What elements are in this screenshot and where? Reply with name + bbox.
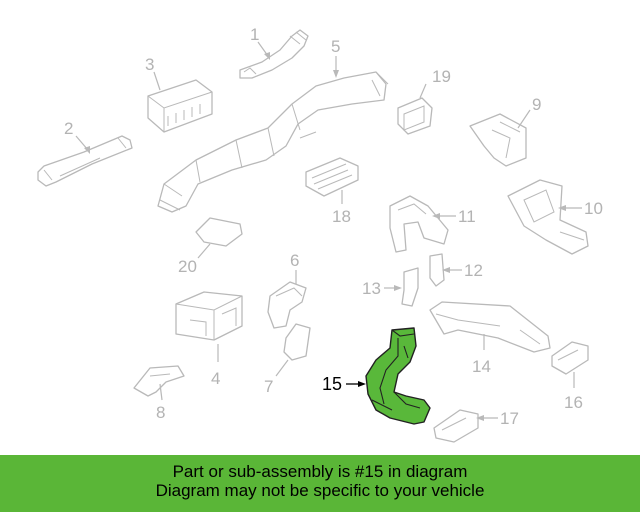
callout-20: 20 — [178, 243, 211, 276]
part-5-main-duct[interactable] — [157, 71, 389, 213]
callout-6: 6 — [290, 251, 299, 284]
callout-10: 10 — [558, 199, 603, 218]
callout-label-1: 1 — [250, 25, 259, 44]
callout-11: 11 — [432, 207, 476, 226]
callout-label-11: 11 — [458, 207, 476, 226]
callout-label-8: 8 — [156, 403, 165, 422]
callout-19: 19 — [419, 67, 451, 99]
part-15-duct-highlighted[interactable] — [365, 327, 431, 425]
part-14-duct[interactable] — [429, 301, 551, 353]
callout-label-12: 12 — [464, 261, 483, 280]
callout-15: 15 — [322, 374, 366, 394]
callout-5: 5 — [331, 37, 340, 78]
part-9-panel[interactable] — [469, 113, 527, 167]
part-7-duct[interactable] — [283, 323, 311, 361]
part-20-pad[interactable] — [195, 217, 243, 247]
callout-label-6: 6 — [290, 251, 299, 270]
callout-7: 7 — [264, 359, 289, 396]
banner-line-2: Diagram may not be specific to your vehi… — [155, 481, 485, 500]
callout-label-17: 17 — [500, 409, 519, 428]
callout-16: 16 — [564, 372, 583, 412]
part-8-duct[interactable] — [133, 365, 185, 397]
banner-line-1: Part or sub-assembly is #15 in diagram — [172, 462, 468, 481]
part-1-duct[interactable] — [239, 29, 309, 79]
callout-label-7: 7 — [264, 377, 273, 396]
part-13-duct[interactable] — [401, 267, 419, 307]
callout-12: 12 — [442, 261, 483, 280]
callout-label-3: 3 — [145, 55, 154, 74]
parts-diagram: 1 2 3 5 18 19 — [37, 25, 603, 443]
callout-13: 13 — [362, 279, 402, 298]
callout-4: 4 — [211, 344, 220, 388]
part-10-duct[interactable] — [507, 179, 589, 255]
callout-18: 18 — [332, 190, 351, 226]
callout-label-18: 18 — [332, 207, 351, 226]
callout-2: 2 — [64, 119, 90, 154]
part-16-bracket[interactable] — [551, 341, 589, 375]
callout-label-9: 9 — [532, 95, 541, 114]
callout-8: 8 — [156, 383, 165, 422]
callout-label-5: 5 — [331, 37, 340, 56]
callout-label-20: 20 — [178, 257, 197, 276]
callout-14: 14 — [472, 334, 491, 376]
part-2-duct[interactable] — [37, 135, 133, 187]
callout-9: 9 — [517, 95, 541, 129]
callout-label-15: 15 — [322, 374, 342, 394]
callout-label-10: 10 — [584, 199, 603, 218]
callout-1: 1 — [250, 25, 270, 60]
callout-3: 3 — [145, 55, 161, 91]
callout-17: 17 — [476, 409, 519, 428]
callout-label-2: 2 — [64, 119, 73, 138]
callout-label-19: 19 — [432, 67, 451, 86]
part-19-vent[interactable] — [397, 97, 433, 135]
part-11-duct[interactable] — [389, 195, 449, 253]
callout-label-13: 13 — [362, 279, 381, 298]
part-18-grille[interactable] — [305, 157, 359, 197]
callout-label-14: 14 — [472, 357, 491, 376]
part-6-duct[interactable] — [267, 281, 307, 329]
callout-label-16: 16 — [564, 393, 583, 412]
part-12-duct[interactable] — [429, 253, 445, 287]
info-banner: Part or sub-assembly is #15 in diagram D… — [0, 455, 640, 512]
callout-label-4: 4 — [211, 369, 220, 388]
part-17-bracket[interactable] — [433, 409, 479, 443]
part-4-box[interactable] — [175, 291, 243, 341]
part-3-vent[interactable] — [147, 79, 213, 133]
